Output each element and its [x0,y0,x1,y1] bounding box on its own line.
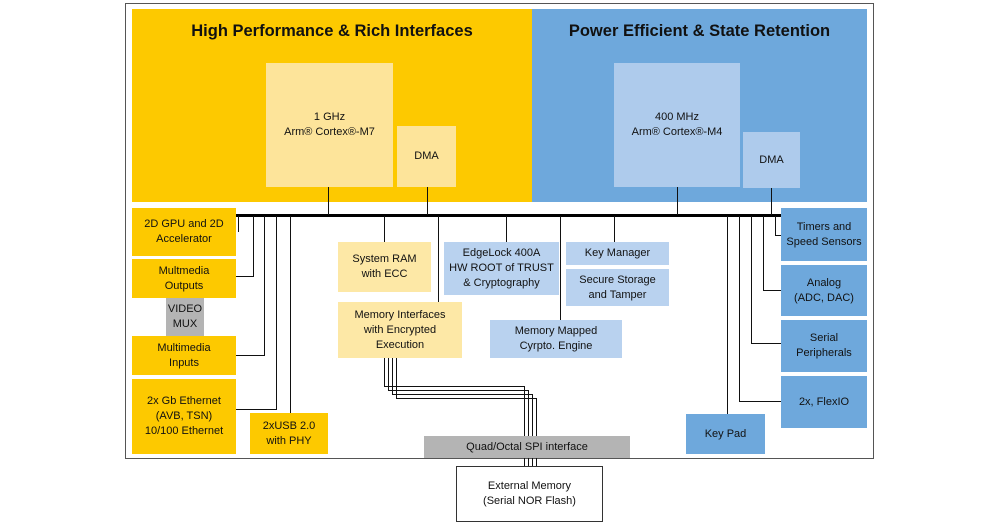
analog-bus-link-h [763,290,781,291]
mem-bundle-v2 [528,390,529,436]
spi-ext-1 [524,458,525,466]
power-efficient-title: Power Efficient & State Retention [568,22,831,40]
sysram-bus-link [384,216,385,242]
gpu-accelerator-block: 2D GPU and 2D Accelerator [132,208,236,256]
ethernet-block: 2x Gb Ethernet (AVB, TSN) 10/100 Etherne… [132,379,236,454]
edgelock-bus-link [506,216,507,242]
m4-dma-block: DMA [743,132,800,188]
mmcrypto-bus-link [560,216,561,320]
memory-mapped-crypto-block: Memory Mapped Cyrpto. Engine [490,320,622,358]
m4-dma-bus-link [771,188,772,215]
video-mux-block: VIDEO MUX [166,298,204,336]
serial-peripherals-block: Serial Peripherals [781,320,867,372]
timers-block: Timers and Speed Sensors [781,208,867,261]
external-memory-block: External Memory (Serial NOR Flash) [456,466,603,522]
analog-block: Analog (ADC, DAC) [781,265,867,316]
keypad-bus-link [727,216,728,414]
m7-dma-bus-link [427,187,428,215]
mem-bundle-4 [396,358,397,398]
edgelock-block: EdgeLock 400A HW ROOT of TRUST & Cryptog… [444,242,559,295]
mm-in-bus-link [264,216,265,355]
ethernet-bus-link [276,216,277,409]
secure-storage-block: Secure Storage and Tamper [566,269,669,306]
serial-bus-link-h [751,343,781,344]
mm-out-bus-link-h [236,276,254,277]
serial-bus-link [751,216,752,344]
mem-bundle-1 [384,358,385,386]
keymgr-bus-link [614,216,615,242]
mem-bundle-2 [388,358,389,390]
usb-bus-link [290,216,291,414]
spi-ext-2 [528,458,529,466]
mem-bundle-h3 [392,394,533,395]
cortex-m7-core: 1 GHz Arm® Cortex®-M7 [266,63,393,187]
usb-block: 2xUSB 2.0 with PHY [250,413,328,454]
mem-bundle-h4 [396,398,537,399]
timers-bus-link-h [775,235,781,236]
multimedia-outputs-block: Multmedia Outputs [132,259,236,298]
cortex-m4-core: 400 MHz Arm® Cortex®-M4 [614,63,740,187]
analog-bus-link [763,216,764,291]
flexio-bus-link [739,216,740,402]
multimedia-inputs-block: Multimedia Inputs [132,336,236,375]
system-bus [204,214,782,217]
gpu-bus-link [238,216,239,232]
mem-bundle-h1 [384,386,525,387]
keypad-block: Key Pad [686,414,765,454]
m7-bus-link [328,187,329,215]
timers-bus-link [775,216,776,236]
memory-interfaces-block: Memory Interfaces with Encrypted Executi… [338,302,462,358]
key-manager-block: Key Manager [566,242,669,265]
high-performance-title: High Performance & Rich Interfaces [191,22,473,40]
meminterfaces-bus-link [438,216,439,302]
mem-bundle-h2 [388,390,529,391]
m7-dma-block: DMA [397,126,456,187]
ethernet-bus-link-h [236,409,277,410]
mem-bundle-3 [392,358,393,394]
flexio-bus-link-h [739,401,781,402]
mem-bundle-v1 [524,386,525,436]
spi-interface-block: Quad/Octal SPI interface [424,436,630,458]
m4-bus-link [677,187,678,215]
system-ram-block: System RAM with ECC [338,242,431,292]
spi-ext-3 [532,458,533,466]
mem-bundle-v3 [532,394,533,436]
spi-ext-4 [536,458,537,466]
mem-bundle-v4 [536,398,537,436]
mm-in-bus-link-h [236,355,265,356]
mm-out-bus-link [253,216,254,276]
flexio-block: 2x, FlexIO [781,376,867,428]
